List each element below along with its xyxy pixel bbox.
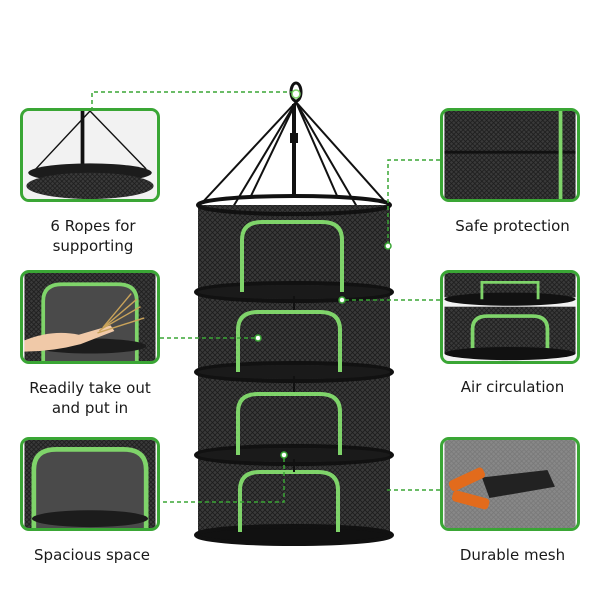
support-ropes [199, 101, 389, 213]
ropes-detail-image [20, 108, 160, 202]
air-circulation-label: Air circulation [460, 378, 565, 396]
durable-mesh-image [440, 437, 580, 531]
zipper-openings [236, 220, 344, 532]
air-circulation-image [440, 270, 580, 364]
take-out-image [20, 270, 160, 364]
tier-rings [194, 194, 394, 546]
ropes-label: 6 Ropes for supporting [50, 217, 136, 255]
take-out-label-line2: and put in [51, 399, 129, 417]
spacious-space-label: Spacious space [34, 546, 150, 564]
durable-mesh-label: Durable mesh [459, 546, 566, 564]
safe-protection-label: Safe protection [455, 217, 570, 235]
take-out-label-line1: Readily take out [29, 379, 151, 397]
safe-protection-image [440, 108, 580, 202]
pliers-icon [481, 469, 555, 499]
spacious-space-image [20, 437, 160, 531]
